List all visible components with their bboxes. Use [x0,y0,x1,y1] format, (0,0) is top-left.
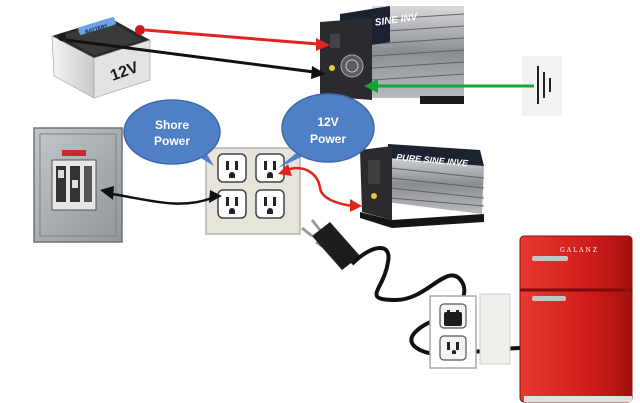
outlet-top-right [255,153,285,183]
shore-power-bubble: Shore Power [123,99,221,166]
twelve-v-line2: Power [310,132,346,146]
battery-positive-terminal [135,25,145,35]
outlet-bottom-left [217,189,247,219]
power-plug [301,219,360,270]
fridge-handle [532,296,566,301]
inverter-top: PURE SINE INV [320,6,465,104]
twelve-v-power-bubble: 12V Power [278,93,375,168]
panel-to-outlet-wire [111,192,213,205]
middle-wiring [100,164,362,212]
shore-power-line1: Shore [155,118,189,132]
battery: BATTERY 12V [51,17,151,99]
battery-label-plate [78,17,116,35]
negative-wire-top [65,38,315,74]
inserted-plug [444,312,462,326]
wall-outlet-bottom [429,293,511,369]
fridge-brand: GALANZ [560,247,599,254]
battery-negative-terminal [58,33,66,41]
inverter-middle-outlet [368,160,380,184]
inverter-top-switch [330,34,340,48]
inverter-top-fan-icon [340,54,364,78]
positive-wire-top [144,28,319,46]
twelve-v-line1: 12V [317,115,338,129]
mini-fridge: GALANZ [519,235,633,403]
breaker-panel [33,127,123,243]
shore-power-line2: Power [154,134,190,148]
outlet-to-inverter-wire [285,167,353,208]
top-wiring [65,28,534,93]
power-cord [350,246,521,357]
wall-outlet-plate [205,147,301,235]
freezer-handle [532,256,568,261]
inverter-middle: PURE SINE INVE [360,144,485,228]
outlet-top-left [217,153,247,183]
outlet-bottom-right [255,189,285,219]
